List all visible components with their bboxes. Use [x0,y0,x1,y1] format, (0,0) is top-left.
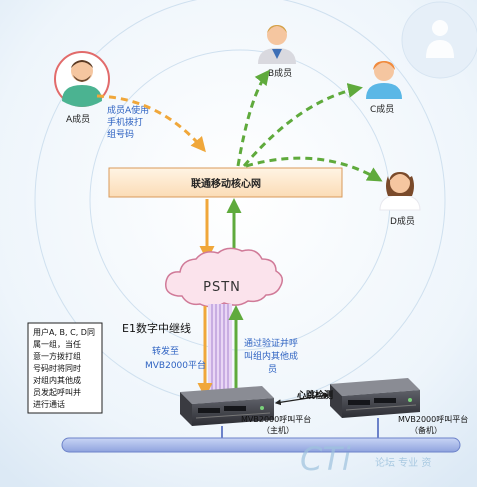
info-box-line: 对组内其他成 [33,375,81,385]
backup-server-label: MVB2000呼叫平台 （备机） [398,414,468,435]
pstn-cloud [165,247,283,308]
fanout-arrow-c [242,83,363,167]
member-a-annotation-line: 成员A使用 [107,104,149,116]
e1-trunk-bundle [208,304,232,404]
heartbeat-label: 心跳检测 [297,389,333,401]
info-box-line: 号码时将同时 [33,363,81,373]
member-a-call-arrow [96,94,206,153]
core-network-box [108,167,343,198]
member-b-avatar [258,25,296,64]
fanout-arrow-d [245,156,383,182]
info-box-line: 进行通话 [33,399,65,409]
member-a-annotation-line: 手机拨打 [107,116,143,128]
e1-trunk-label: E1数字中继线 [122,321,191,335]
member-b-label: B成员 [268,67,292,79]
info-box-line: 员发起呼叫并 [33,387,81,397]
background-person-icon [426,20,454,58]
forward-note: 转发至 MVB2000平台 [145,345,206,371]
member-a-annotation-line: 组号码 [107,128,134,140]
member-c-label: C成员 [370,103,394,115]
pstn-label: PSTN [203,280,241,295]
forward-note-line: MVB2000平台 [145,359,206,371]
verify-note-line: 员 [268,364,277,375]
heartbeat-arrow [274,392,330,406]
main-server-label-line: MVB2000呼叫平台 [241,414,311,424]
member-c-avatar [366,61,402,99]
member-a-label: A成员 [66,113,90,125]
info-box-line: 用户A, B, C, D同 [33,327,95,337]
network-bus [61,437,461,453]
main-server-label-line: （主机） [262,425,294,435]
main-server [180,386,274,426]
main-server-label: MVB2000呼叫平台 （主机） [241,414,311,435]
backup-server-label-line: （备机） [410,425,442,435]
member-a-annotation: 成员A使用 手机拨打 组号码 [107,104,149,140]
core-network-label: 联通移动核心网 [191,177,261,190]
fanout-arrows [236,69,383,182]
fanout-arrow-b [236,69,270,167]
backup-server [330,378,420,418]
info-box-line: 意一方拨打组 [33,351,81,361]
verify-note: 通过验证并呼 叫组内其他成 员 [244,337,298,375]
member-d-avatar [379,172,421,211]
info-box [27,322,103,414]
info-box-text: 用户A, B, C, D同 属一组，当任 意一方拨打组 号码时将同时 对组内其他… [33,327,95,409]
member-a-avatar [54,51,110,107]
watermark-logo: CTi [300,440,351,478]
watermark-sub: 论坛 专业 资 [375,456,431,469]
verify-note-line: 通过验证并呼 [244,337,298,349]
member-d-label: D成员 [390,215,415,227]
info-box-line: 属一组，当任 [33,339,81,349]
backup-server-label-line: MVB2000呼叫平台 [398,414,468,424]
forward-note-line: 转发至 [152,345,179,357]
verify-note-line: 叫组内其他成 [244,350,298,362]
